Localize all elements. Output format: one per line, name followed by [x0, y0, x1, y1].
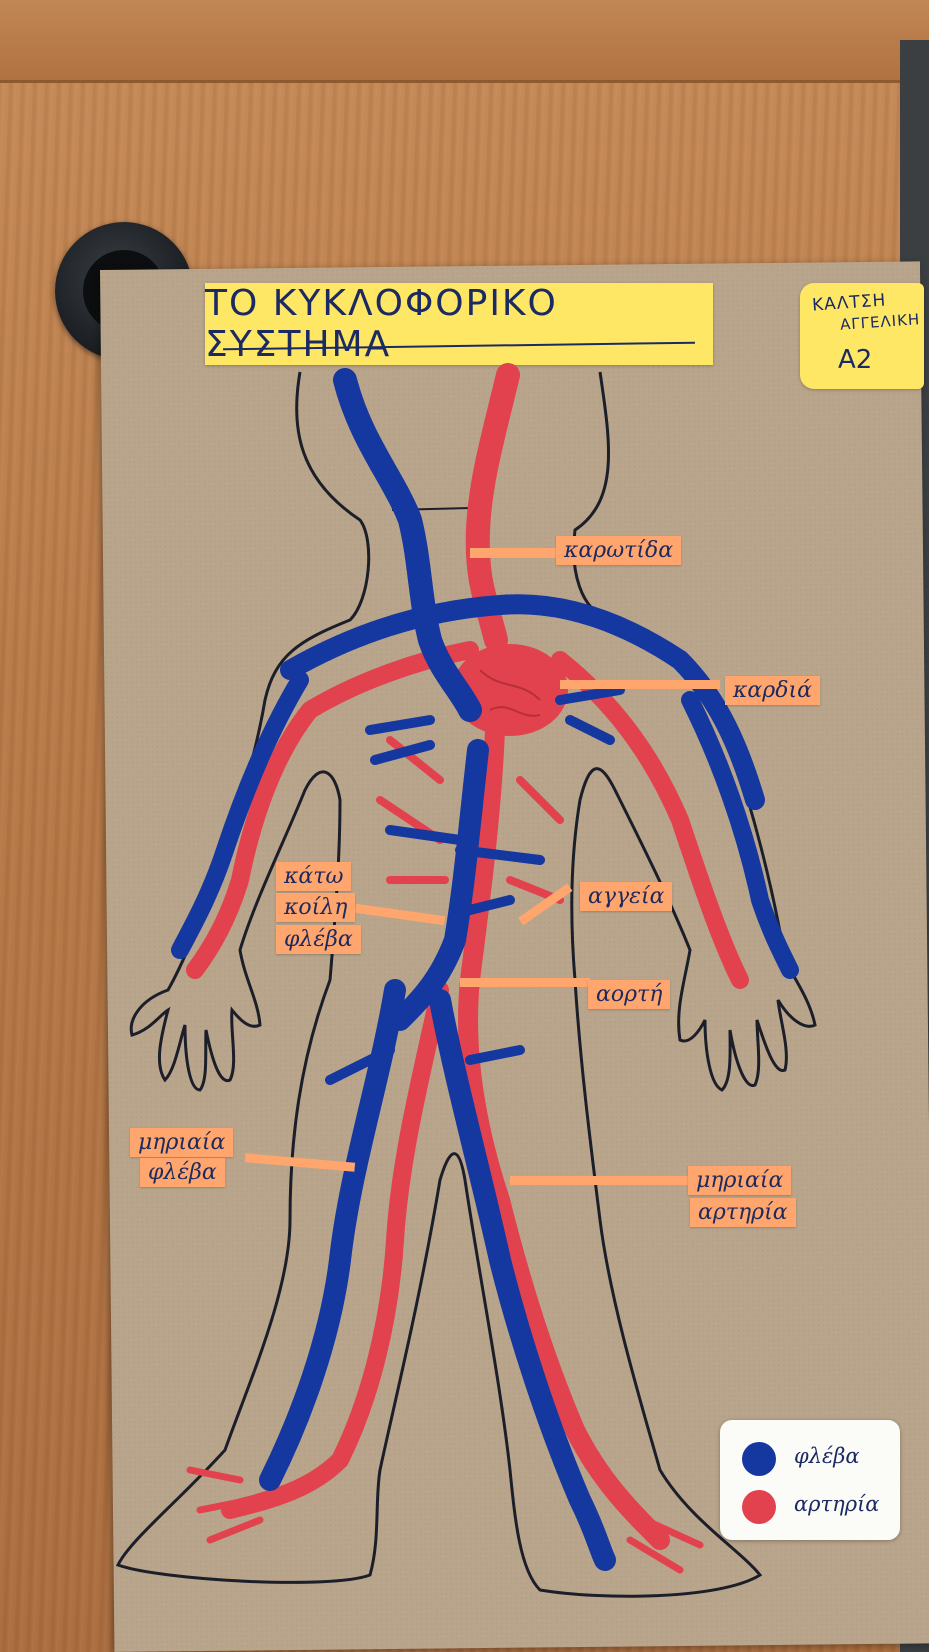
- legend-artery-swatch: [742, 1490, 776, 1524]
- leader-vena-cava: [355, 904, 445, 925]
- legend-vein-label: φλέβα: [794, 1444, 860, 1468]
- legend-vein-swatch: [742, 1442, 776, 1476]
- label-vena-cava-3: φλέβα: [276, 925, 361, 954]
- label-aorta: αορτή: [588, 980, 670, 1009]
- label-femoral-vein-2: φλέβα: [140, 1158, 225, 1187]
- label-heart: καρδιά: [725, 676, 820, 705]
- label-femoral-artery-2: αρτηρία: [690, 1198, 796, 1227]
- leader-heart: [560, 680, 720, 689]
- label-vena-cava-2: κοίλη: [276, 893, 355, 922]
- leader-aorta: [460, 978, 590, 987]
- label-vessels: αγγεία: [580, 882, 672, 911]
- leader-femoral-vein: [245, 1153, 355, 1172]
- label-vena-cava-1: κάτω: [276, 862, 351, 891]
- label-femoral-vein-1: μηριαία: [130, 1128, 233, 1157]
- legend-card: φλέβα αρτηρία: [720, 1420, 900, 1540]
- leader-femoral-artery: [510, 1176, 690, 1185]
- label-carotid: καρωτίδα: [556, 536, 681, 565]
- legend-artery-label: αρτηρία: [794, 1492, 880, 1516]
- label-femoral-artery-1: μηριαία: [688, 1166, 791, 1195]
- leader-carotid: [470, 548, 560, 558]
